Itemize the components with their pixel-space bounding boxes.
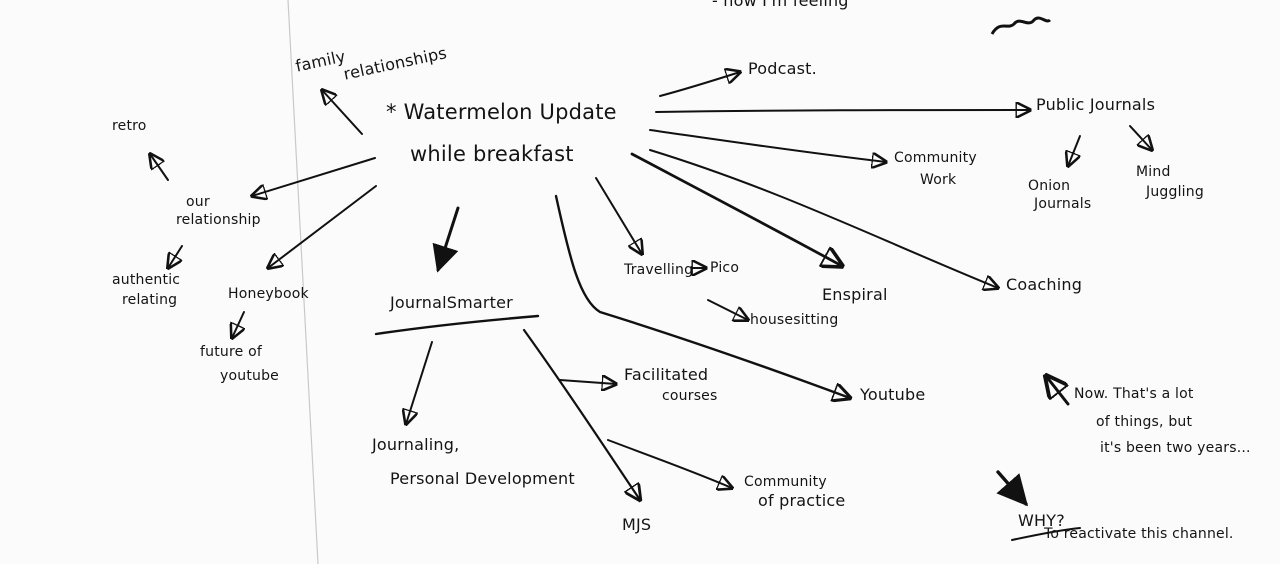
community-label: Community: [894, 150, 977, 166]
journaling-label: Journaling,: [372, 435, 460, 454]
personal-development-label: Personal Development: [390, 469, 575, 488]
squiggle-mark: [990, 16, 1052, 35]
why-underline: [1011, 527, 1081, 541]
note-line-2: of things, but: [1096, 414, 1193, 430]
mind-label: Mind: [1136, 164, 1171, 180]
authentic-label: authentic: [112, 272, 181, 288]
reactivate-label: To reactivate this channel.: [1044, 526, 1234, 542]
future-of-label: future of: [200, 344, 262, 360]
arrow-to-retro: [150, 154, 169, 181]
arrow-to-our-relationship: [252, 157, 376, 196]
honeybook-label: Honeybook: [228, 286, 309, 302]
relationship-label: relationship: [176, 212, 261, 228]
podcast-label: Podcast.: [748, 59, 817, 78]
page-margin-line: [287, 0, 319, 564]
pico-label: Pico: [710, 260, 740, 276]
mjs-label: MJS: [622, 515, 652, 534]
arrow-to-youtube: [554, 194, 850, 398]
arrow-to-future: [232, 311, 244, 338]
arrow-to-travelling: [595, 177, 642, 254]
central-title: * Watermelon Update: [386, 100, 617, 124]
arrow-to-honeybook: [268, 185, 377, 268]
journals-label: Journals: [1034, 196, 1092, 212]
arrow-to-mind-juggling: [1129, 125, 1152, 150]
arrow-to-journalsmarter: [432, 206, 460, 273]
arrow-down-to-why: [996, 470, 1029, 507]
our-label: our: [186, 194, 210, 210]
arrow-to-onion: [1068, 135, 1081, 166]
journalsmarter-underline: [374, 314, 540, 336]
note-line-1: Now. That's a lot: [1074, 386, 1194, 402]
header-fragment: - how I'm feeling: [712, 0, 849, 10]
work-label: Work: [920, 172, 957, 188]
arrow-to-enspiral: [630, 152, 842, 266]
youtube-label: Youtube: [860, 385, 926, 404]
onion-label: Onion: [1028, 178, 1071, 194]
enspiral-label: Enspiral: [822, 285, 888, 304]
housesitting-label: housesitting: [750, 312, 839, 328]
arrow-to-podcast: [659, 72, 740, 97]
travelling-label: Travelling: [624, 262, 694, 278]
arrow-to-family: [322, 90, 363, 135]
central-subtitle: while breakfast: [410, 142, 574, 166]
facilitated-label: Facilitated: [624, 365, 709, 384]
youtube-future-label: youtube: [220, 368, 279, 384]
arrow-to-community-practice: [607, 439, 732, 488]
relating-label: relating: [122, 292, 178, 308]
arrow-to-public-journals: [655, 110, 1030, 112]
arrow-to-authentic: [168, 245, 183, 268]
arrow-up-from-note: [1046, 376, 1070, 406]
retro-label: retro: [112, 118, 147, 134]
of-practice-label: of practice: [758, 491, 846, 510]
juggling-label: Juggling: [1146, 184, 1204, 200]
arrow-to-journaling: [406, 341, 433, 424]
why-label: WHY?: [1018, 511, 1065, 530]
arrow-to-facilitated: [559, 380, 616, 384]
community-practice-label: Community: [744, 474, 827, 490]
note-line-3: it's been two years...: [1100, 440, 1251, 456]
arrow-to-housesitting: [707, 299, 748, 320]
arrow-to-community-work: [649, 129, 886, 162]
journalsmarter-label: JournalSmarter: [390, 293, 513, 312]
public-journals-label: Public Journals: [1036, 95, 1156, 114]
courses-label: courses: [662, 388, 718, 404]
arrow-to-mjs: [522, 328, 640, 500]
coaching-label: Coaching: [1006, 275, 1083, 294]
arrow-to-coaching: [649, 149, 998, 288]
